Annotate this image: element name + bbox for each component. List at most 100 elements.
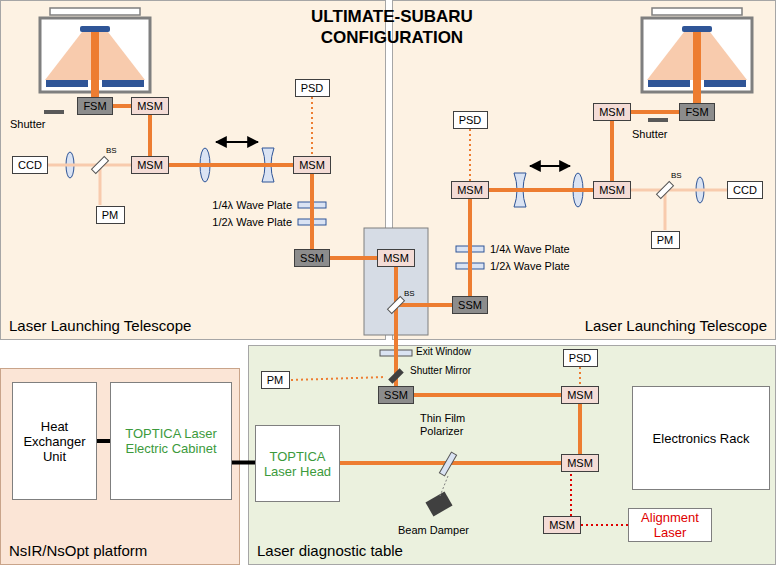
instrument-box: CCD — [727, 181, 763, 199]
beam-connector — [97, 439, 110, 443]
beam-connector — [340, 461, 561, 465]
equipment-box: Alignment Laser — [628, 508, 712, 542]
node-text: MSM — [599, 106, 625, 118]
node-text: FSM — [685, 106, 708, 118]
illustration-part — [425, 492, 452, 517]
illustration-part — [682, 26, 712, 32]
equipment-box: Heat Exchanger Unit — [12, 382, 97, 500]
node-text: PM — [657, 234, 674, 246]
mirror-box: MSM — [131, 97, 169, 115]
illustration-part — [291, 377, 386, 380]
beam-connector — [311, 97, 313, 156]
illustration-part — [80, 26, 110, 32]
beam-connector — [581, 524, 628, 526]
part-label: Shutter — [632, 128, 667, 140]
node-text: PSD — [301, 82, 324, 94]
steering-mirror-box: SSM — [294, 249, 330, 267]
node-text: CCD — [18, 159, 42, 171]
illustration-part — [657, 182, 674, 199]
illustration-part — [46, 80, 88, 87]
illustration-part — [91, 32, 99, 98]
illustration-part — [66, 152, 74, 178]
node-text: NsIR/NsOpt platform — [9, 542, 147, 559]
illustration-part — [652, 8, 742, 15]
instrument-box: PSD — [453, 111, 488, 129]
node-text: CCD — [733, 184, 757, 196]
beam-connector — [578, 404, 582, 454]
part-label: 1/2λ Wave Plate — [212, 216, 292, 228]
part-label: Shutter — [10, 118, 45, 130]
beam-connector — [570, 472, 572, 516]
instrument-box: PSD — [563, 349, 598, 367]
part-label: Beam Damper — [398, 524, 469, 536]
illustration-part — [648, 80, 690, 87]
region-panel: Laser Launching TelescopeFSMMSMMSMMSMPSD… — [0, 0, 386, 340]
beam-connector — [610, 121, 614, 181]
node-text: PM — [102, 209, 119, 221]
illustration-part — [396, 303, 452, 307]
node-text: PSD — [569, 352, 592, 364]
beam-connector — [468, 199, 472, 296]
instrument-box: PM — [261, 371, 290, 389]
illustration-part — [647, 32, 747, 80]
node-text: Electronics Rack — [653, 431, 750, 446]
equipment-box: TOPTICA Laser Head — [255, 425, 340, 502]
beam-connector — [113, 104, 131, 108]
node-text: SSM — [300, 252, 324, 264]
illustration-part — [440, 476, 448, 496]
steering-mirror-box: SSM — [378, 386, 414, 404]
mirror-box: MSM — [543, 516, 581, 534]
illustration-part — [573, 173, 583, 207]
beam-connector — [489, 188, 593, 192]
illustration-part — [92, 157, 109, 174]
illustration-part — [44, 110, 64, 114]
illustration-part — [50, 8, 140, 15]
mirror-box: MSM — [561, 386, 599, 404]
node-text: Laser diagnostic table — [257, 542, 403, 559]
node-text: TOPTICA Laser Electric Cabinet — [115, 426, 227, 456]
equipment-box: Electronics Rack — [632, 386, 770, 490]
illustration-part — [388, 368, 404, 384]
node-text: Laser Launching Telescope — [9, 317, 191, 334]
mirror-box: MSM — [451, 181, 489, 199]
node-text: MSM — [567, 457, 593, 469]
illustration-part — [102, 80, 144, 87]
illustration-part — [648, 118, 668, 122]
beam-connector — [394, 267, 398, 386]
beam-connector — [469, 129, 471, 181]
diagram-title: ULTIMATE-SUBARU CONFIGURATION — [292, 6, 492, 48]
node-text: Laser Launching Telescope — [585, 317, 767, 334]
mirror-box: MSM — [293, 156, 331, 174]
mirror-box: MSM — [561, 454, 599, 472]
illustration-part — [99, 165, 102, 205]
node-text: MSM — [457, 184, 483, 196]
node-text: MSM — [599, 184, 625, 196]
illustration-part — [456, 263, 484, 269]
illustration-part — [216, 141, 258, 143]
part-label: BS — [404, 289, 415, 298]
illustration-part — [664, 190, 667, 230]
part-label: Thin Film Polarizer — [420, 412, 492, 438]
node-text: Heat Exchanger Unit — [17, 419, 92, 464]
illustration-part — [696, 177, 704, 203]
steering-mirror-box: FSM — [679, 103, 715, 121]
illustration-part — [298, 219, 326, 225]
illustration-part — [693, 32, 701, 104]
instrument-box: CCD — [12, 156, 48, 174]
steering-mirror-box: SSM — [452, 296, 488, 314]
beam-connector — [310, 174, 314, 249]
illustration-part — [200, 148, 210, 182]
node-text: SSM — [384, 389, 408, 401]
mirror-box: MSM — [593, 181, 631, 199]
beam-connector — [148, 115, 152, 156]
node-text: SSM — [458, 299, 482, 311]
illustration-part — [262, 148, 274, 182]
beam-connector — [579, 367, 581, 386]
illustration-part — [642, 8, 752, 104]
region-panel: NsIR/NsOpt platform Heat Exchanger Unit TO… — [0, 368, 240, 565]
mirror-box: MSM — [377, 249, 415, 267]
beam-connector — [414, 393, 561, 397]
beam-connector — [48, 164, 131, 167]
illustration-part — [530, 165, 570, 167]
